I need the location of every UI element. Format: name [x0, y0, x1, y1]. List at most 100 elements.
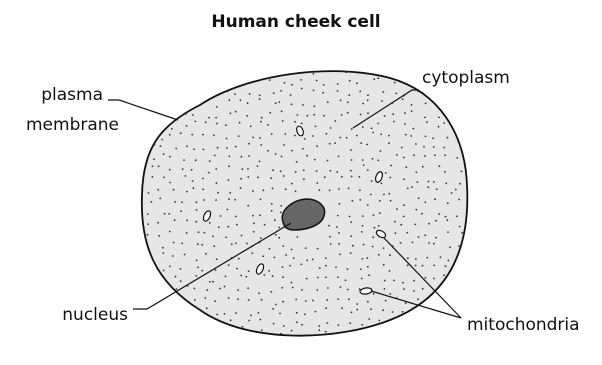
cytoplasm-granule	[296, 161, 298, 163]
cytoplasm-granule	[426, 257, 428, 259]
cytoplasm-granule	[260, 199, 262, 201]
cytoplasm-granule	[148, 192, 150, 194]
cytoplasm-granule	[407, 264, 409, 266]
cytoplasm-granule	[158, 165, 160, 167]
cytoplasm-granule	[192, 180, 194, 182]
cytoplasm-granule	[402, 282, 404, 284]
cytoplasm-granule	[349, 216, 351, 218]
cytoplasm-granule	[214, 155, 216, 157]
cytoplasm-granule	[295, 190, 297, 192]
cytoplasm-granule	[147, 223, 149, 225]
cytoplasm-granule	[280, 333, 282, 335]
cytoplasm-granule	[301, 88, 303, 90]
cytoplasm-granule	[282, 276, 284, 278]
cytoplasm-granule	[413, 128, 415, 130]
cytoplasm-granule	[436, 188, 438, 190]
cytoplasm-granule	[372, 158, 374, 160]
cytoplasm-granule	[251, 252, 253, 254]
cytoplasm-granule	[237, 298, 239, 300]
cytoplasm-granule	[301, 123, 303, 125]
cytoplasm-granule	[259, 319, 261, 321]
cytoplasm-granule	[347, 112, 349, 114]
cytoplasm-granule	[272, 275, 274, 277]
cytoplasm-granule	[184, 254, 186, 256]
cytoplasm-granule	[372, 132, 374, 134]
cytoplasm-granule	[451, 192, 453, 194]
cytoplasm-granule	[163, 176, 165, 178]
cytoplasm-granule	[185, 175, 187, 177]
cytoplasm-granule	[411, 186, 413, 188]
cytoplasm-granule	[377, 77, 379, 79]
cytoplasm-granule	[316, 80, 318, 82]
cytoplasm-granule	[392, 113, 394, 115]
cytoplasm-granule	[291, 103, 293, 105]
cytoplasm-granule	[337, 298, 339, 300]
cytoplasm-granule	[380, 150, 382, 152]
cytoplasm-granule	[252, 137, 254, 139]
cytoplasm-granule	[216, 106, 218, 108]
cytoplasm-granule	[267, 124, 269, 126]
cytoplasm-granule	[361, 278, 363, 280]
cytoplasm-granule	[400, 242, 402, 244]
cytoplasm-granule	[424, 155, 426, 157]
cytoplasm-granule	[304, 138, 306, 140]
cytoplasm-granule	[186, 145, 188, 147]
cytoplasm-granule	[219, 288, 221, 290]
cytoplasm-granule	[230, 319, 232, 321]
cytoplasm-granule	[168, 213, 170, 215]
cytoplasm-granule	[217, 192, 219, 194]
cytoplasm-granule	[164, 213, 166, 215]
cytoplasm-granule	[417, 90, 419, 92]
cytoplasm-granule	[340, 100, 342, 102]
cytoplasm-granule	[411, 104, 413, 106]
cytoplasm-granule	[415, 143, 417, 145]
cytoplasm-granule	[317, 277, 319, 279]
cytoplasm-granule	[300, 263, 302, 265]
cytoplasm-granule	[445, 216, 447, 218]
cytoplasm-granule	[411, 110, 413, 112]
cytoplasm-granule	[461, 171, 463, 173]
cytoplasm-granule	[361, 324, 363, 326]
cytoplasm-granule	[306, 155, 308, 157]
diagram-title: Human cheek cell	[211, 12, 380, 32]
cytoplasm-granule	[257, 165, 259, 167]
cytoplasm-granule	[414, 224, 416, 226]
cytoplasm-granule	[216, 123, 218, 125]
cytoplasm-granule	[433, 265, 435, 267]
cytoplasm-granule	[173, 189, 175, 191]
cytoplasm-granule	[259, 214, 261, 216]
cytoplasm-granule	[186, 232, 188, 234]
cytoplasm-granule	[337, 276, 339, 278]
cytoplasm-granule	[263, 274, 265, 276]
cytoplasm-granule	[186, 125, 188, 127]
cytoplasm-granule	[425, 136, 427, 138]
cytoplasm-granule	[348, 94, 350, 96]
cytoplasm-granule	[303, 169, 305, 171]
cytoplasm-granule	[253, 223, 255, 225]
cytoplasm-granule	[209, 281, 211, 283]
cytoplasm-granule	[295, 299, 297, 301]
cytoplasm-granule	[202, 134, 204, 136]
cytoplasm-granule	[447, 231, 449, 233]
cytoplasm-granule	[400, 224, 402, 226]
cytoplasm-granule	[241, 235, 243, 237]
cytoplasm-granule	[275, 304, 277, 306]
cytoplasm-granule	[226, 138, 228, 140]
cytoplasm-granule	[458, 199, 460, 201]
cytoplasm-granule	[435, 237, 437, 239]
cytoplasm-granule	[448, 260, 450, 262]
cytoplasm-granule	[360, 268, 362, 270]
cytoplasm-granule	[407, 188, 409, 190]
cytoplasm-granule	[248, 155, 250, 157]
cytoplasm-granule	[428, 223, 430, 225]
cytoplasm-granule	[412, 242, 414, 244]
cytoplasm-granule	[235, 111, 237, 113]
cytoplasm-granule	[273, 92, 275, 94]
cytoplasm-granule	[428, 181, 430, 183]
cytoplasm-granule	[218, 226, 220, 228]
cytoplasm-granule	[181, 201, 183, 203]
cytoplasm-granule	[169, 231, 171, 233]
cytoplasm-granule	[389, 177, 391, 179]
cytoplasm-granule	[312, 259, 314, 261]
cytoplasm-granule	[169, 169, 171, 171]
